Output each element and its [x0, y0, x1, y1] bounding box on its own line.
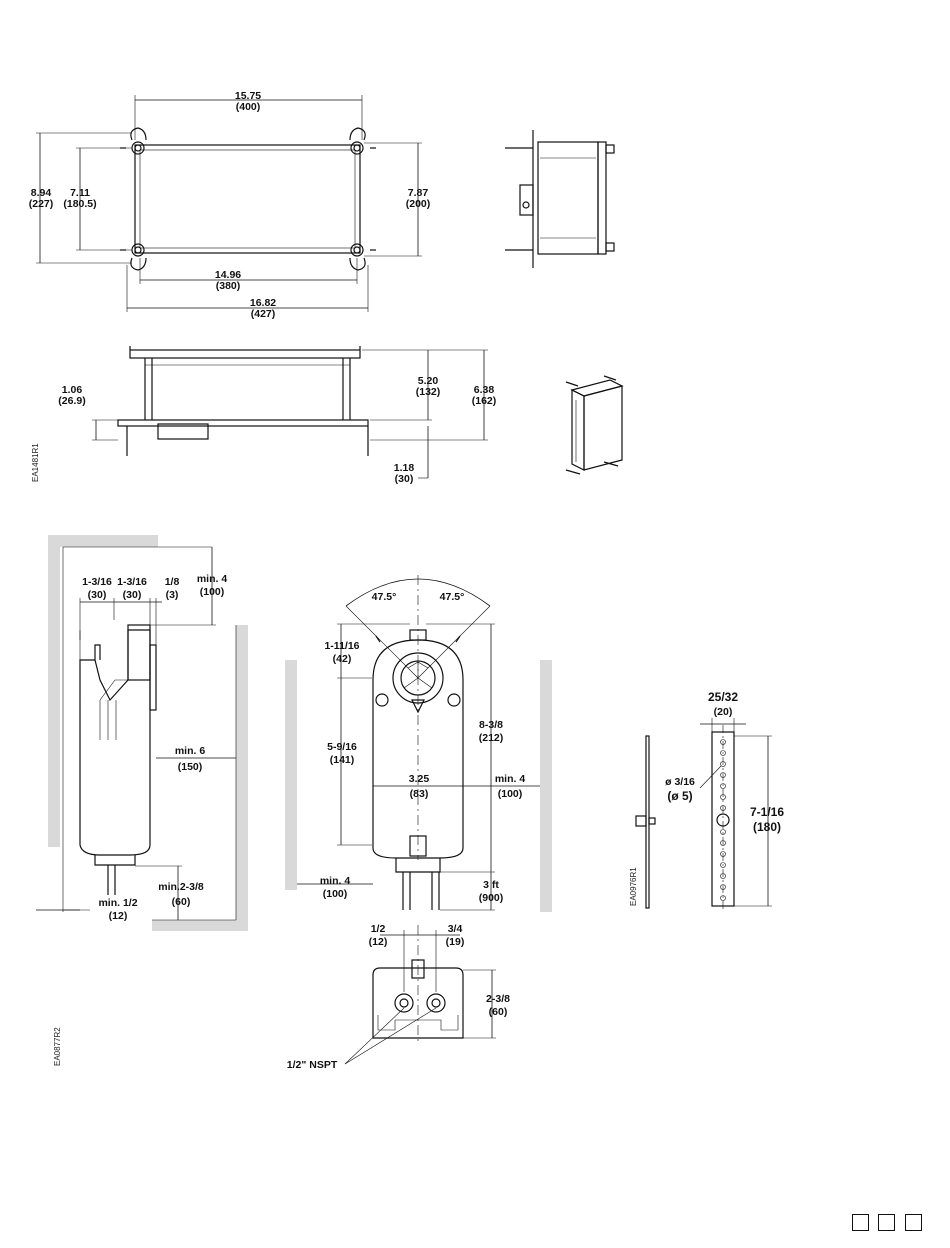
- side-min-top: min. 4: [197, 573, 228, 585]
- front-d-top: 1-11/16: [324, 640, 359, 652]
- dim-width-overall-mm: (427): [251, 308, 276, 320]
- bracket-length-mm: (180): [753, 820, 781, 834]
- front-angle-right: 47.5°: [440, 591, 465, 603]
- drawing-code-bracket: EA0976R1: [629, 867, 638, 906]
- bracket-width-mm: (20): [714, 706, 733, 718]
- front-d-mid-mm: (141): [330, 754, 355, 766]
- dim-h2: 5.20: [418, 375, 439, 387]
- front-cable-mm: (900): [479, 892, 504, 904]
- side-d3-mm: (3): [166, 589, 179, 601]
- bottom-d-right: 3/4: [448, 923, 463, 935]
- side-d2-mm: (30): [123, 589, 142, 601]
- plan-view: 15.75 (400) 8.94 (227) 7.11 (180.5) 7.87…: [29, 90, 431, 320]
- side-d2: 1-3/16: [117, 576, 147, 588]
- dim-width-bottom-mm: (380): [216, 280, 241, 292]
- dim-width-inner-mm: (400): [236, 101, 261, 113]
- dim-h3-mm: (162): [472, 395, 497, 407]
- elevation-view: 1.06 (26.9) 5.20 (132) 6.38 (162) 1.18 (…: [31, 346, 496, 485]
- dim-width-overall: 16.82: [250, 297, 276, 309]
- drawing-code-top: EA1481R1: [31, 443, 40, 482]
- side-min-left-mm: (12): [109, 910, 128, 922]
- side-min-left: min. 1/2: [98, 897, 137, 909]
- bottom-d-left-mm: (12): [369, 936, 388, 948]
- side-min-bottom: min.2-3/8: [158, 881, 204, 893]
- dim-height-right-mm: (200): [406, 198, 431, 210]
- front-min-left: min. 4: [320, 875, 351, 887]
- bracket-hole: ø 3/16: [665, 776, 695, 788]
- dim-width-inner: 15.75: [235, 90, 261, 102]
- actuator-front-view: 47.5° 47.5° 1-11/16 (42) 5-9/16 (141) 8-…: [285, 575, 552, 912]
- dim-h3: 6.38: [474, 384, 495, 396]
- front-d-height: 8-3/8: [479, 719, 503, 731]
- dim-height-inner: 7.11: [70, 187, 90, 199]
- mounting-bracket: 25/32 (20) ø 3/16 (ø 5) 7-1/16 (180) EA0…: [629, 690, 784, 912]
- isometric-view: [565, 375, 624, 475]
- front-min-right-mm: (100): [498, 788, 523, 800]
- dim-height-outer: 8.94: [31, 187, 52, 199]
- footer-box-3[interactable]: [905, 1214, 922, 1231]
- dim-h1: 1.06: [62, 384, 83, 396]
- footer-box-1[interactable]: [852, 1214, 869, 1231]
- dim-h4-mm: (30): [395, 473, 414, 485]
- side-d1-mm: (30): [88, 589, 107, 601]
- bracket-length: 7-1/16: [750, 805, 784, 819]
- front-d-top-mm: (42): [333, 653, 352, 665]
- drawing-code-actuator: EA0877R2: [53, 1027, 62, 1066]
- footer-box-2[interactable]: [878, 1214, 895, 1231]
- bottom-d-right-mm: (19): [446, 936, 465, 948]
- front-angle-left: 47.5°: [372, 591, 397, 603]
- dim-height-outer-mm: (227): [29, 198, 54, 210]
- bottom-thread: 1/2" NSPT: [287, 1059, 338, 1071]
- side-min-top-mm: (100): [200, 586, 225, 598]
- dim-width-bottom: 14.96: [215, 269, 241, 281]
- bottom-d-height-mm: (60): [489, 1006, 508, 1018]
- dim-height-inner-mm: (180.5): [63, 198, 96, 210]
- side-d3: 1/8: [165, 576, 180, 588]
- side-view-frame: [505, 130, 615, 268]
- dim-h1-mm: (26.9): [58, 395, 85, 407]
- dim-h2-mm: (132): [416, 386, 441, 398]
- front-min-right: min. 4: [495, 773, 526, 785]
- front-d-width-mm: (83): [410, 788, 429, 800]
- bottom-d-left: 1/2: [371, 923, 386, 935]
- front-d-mid: 5-9/16: [327, 741, 357, 753]
- bracket-hole-mm: (ø 5): [667, 789, 692, 803]
- side-min-right: min. 6: [175, 745, 206, 757]
- front-d-height-mm: (212): [479, 732, 504, 744]
- actuator-side-view: 1-3/16 (30) 1-3/16 (30) 1/8 (3) min. 4 (…: [36, 535, 248, 1066]
- dim-h4: 1.18: [394, 462, 415, 474]
- front-min-left-mm: (100): [323, 888, 348, 900]
- side-min-bottom-mm: (60): [172, 896, 191, 908]
- bottom-d-height: 2-3/8: [486, 993, 510, 1005]
- actuator-bottom-view: 1/2 (12) 3/4 (19) 2-3/8 (60) 1/2" NSPT: [287, 923, 510, 1071]
- side-d1: 1-3/16: [82, 576, 112, 588]
- bracket-width: 25/32: [708, 690, 738, 704]
- front-cable: 3 ft: [483, 879, 499, 891]
- front-d-width: 3.25: [409, 773, 430, 785]
- dim-height-right: 7.87: [408, 187, 429, 199]
- side-min-right-mm: (150): [178, 761, 203, 773]
